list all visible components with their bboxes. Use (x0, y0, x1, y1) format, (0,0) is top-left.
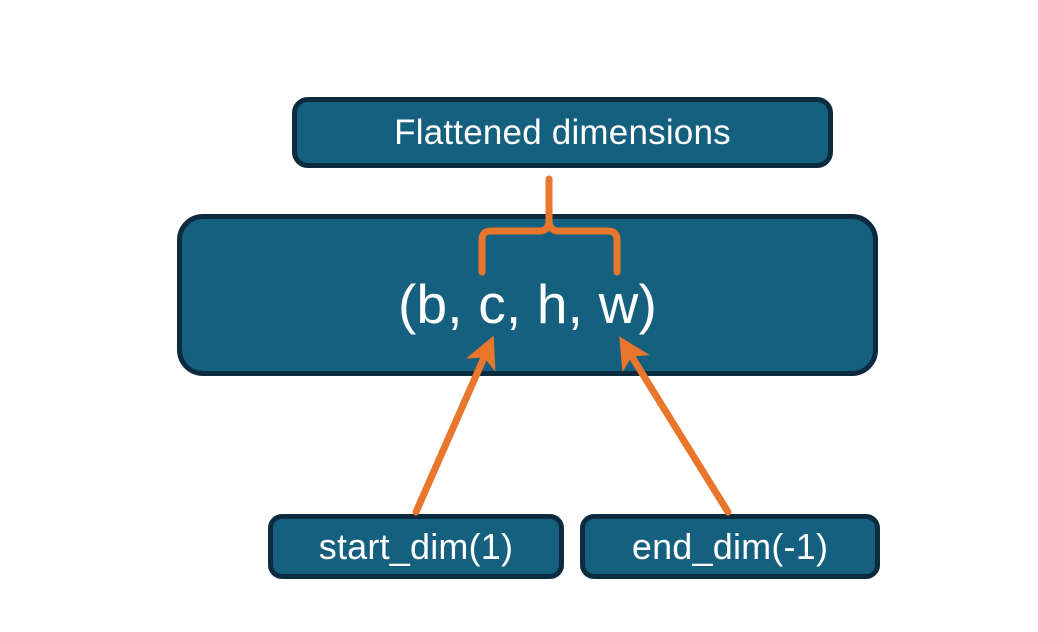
end-dim-arrow[interactable] (619, 336, 732, 516)
tensor-shape-box[interactable]: (b, c, h, w) (177, 214, 878, 376)
end-dim-arrow-line (619, 336, 732, 516)
flattened-dimensions-label: Flattened dimensions (394, 113, 731, 152)
flattened-dimensions-box[interactable]: Flattened dimensions (292, 97, 833, 168)
start-dim-box[interactable]: start_dim(1) (268, 514, 564, 579)
flattened-range-brace[interactable] (478, 175, 621, 276)
start-dim-arrow[interactable] (412, 335, 496, 516)
tensor-shape-label: (b, c, h, w) (397, 273, 658, 335)
start-dim-label: start_dim(1) (318, 525, 514, 567)
end-dim-label: end_dim(-1) (631, 525, 829, 567)
end-dim-box[interactable]: end_dim(-1) (580, 514, 880, 579)
start-dim-arrow-line (412, 335, 496, 516)
